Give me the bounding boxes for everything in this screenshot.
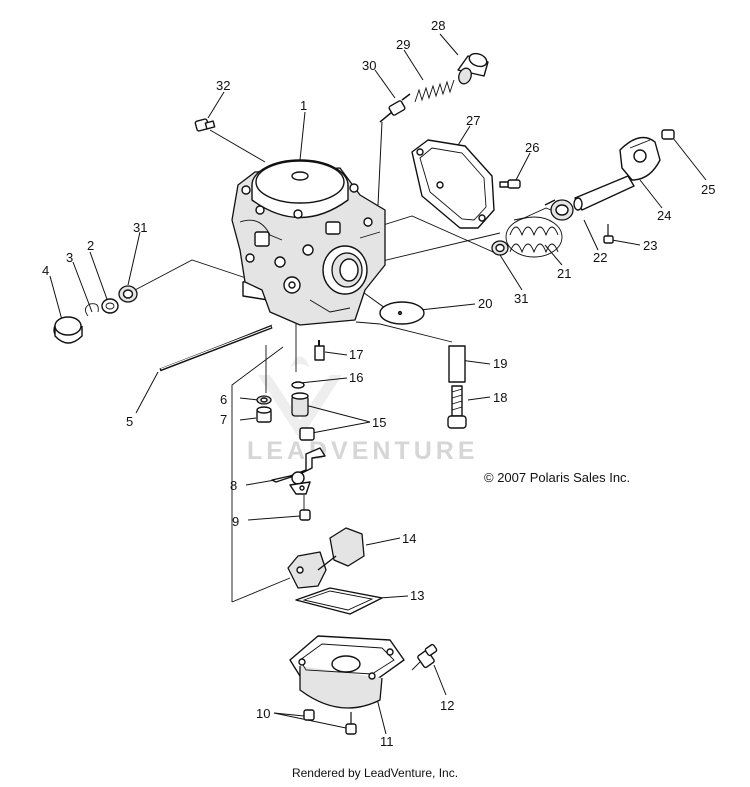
part-30-needle (379, 93, 411, 123)
part-28-cap (457, 52, 489, 85)
part-4-cap (53, 316, 83, 344)
part-3-clip (85, 303, 99, 317)
part-2-washer (101, 298, 119, 314)
callout-2: 2 (87, 238, 94, 253)
callout-24: 24 (657, 208, 671, 223)
callout-30: 30 (362, 58, 376, 73)
callout-1: 1 (300, 98, 307, 113)
footer-credit: Rendered by LeadVenture, Inc. (291, 766, 459, 780)
part-11-float-bowl (289, 635, 405, 709)
part-20-diaphragm (379, 301, 425, 325)
callout-31-right: 31 (514, 291, 528, 306)
part-25-screw (661, 129, 675, 140)
callout-32: 32 (216, 78, 230, 93)
part-1-carburetor-body (231, 159, 386, 326)
part-29-spring (414, 79, 455, 103)
part-16-o-ring (291, 381, 305, 389)
callout-15: 15 (372, 415, 386, 430)
part-31-seal-right (491, 240, 509, 256)
part-18-screw (447, 385, 467, 429)
part-19-spring (448, 345, 466, 383)
callout-3: 3 (66, 250, 73, 265)
callout-16: 16 (349, 370, 363, 385)
callout-10: 10 (256, 706, 270, 721)
part-8-bracket (271, 447, 326, 495)
callout-5: 5 (126, 414, 133, 429)
callout-9: 9 (232, 514, 239, 529)
callout-31-left: 31 (133, 220, 147, 235)
callout-27: 27 (466, 113, 480, 128)
part-26-screw (499, 179, 521, 189)
callout-25: 25 (701, 182, 715, 197)
part-27-cover (411, 139, 495, 229)
callout-22: 22 (593, 250, 607, 265)
callout-17: 17 (349, 347, 363, 362)
callout-numbers: 1 2 3 4 5 6 7 8 9 10 11 12 13 14 15 16 1… (42, 18, 715, 749)
part-5-screw (159, 325, 273, 372)
callout-20: 20 (478, 296, 492, 311)
part-7-jet (256, 406, 272, 423)
part-12-drain-screw (411, 643, 438, 671)
callout-28: 28 (431, 18, 445, 33)
part-10-screws (303, 709, 357, 735)
callout-13: 13 (410, 588, 424, 603)
part-9-screw (299, 509, 311, 521)
part-24-throttle-shaft (573, 136, 661, 211)
part-31-seal-left (118, 285, 138, 303)
part-22-bushing (550, 199, 574, 221)
callout-26: 26 (525, 140, 539, 155)
part-6-washer (256, 395, 272, 405)
callout-8: 8 (230, 478, 237, 493)
part-17-jet (314, 340, 325, 361)
part-15-jets (291, 392, 315, 441)
part-32-screw (194, 118, 216, 132)
callout-11: 11 (380, 734, 394, 749)
copyright-notice: © 2007 Polaris Sales Inc. (484, 470, 631, 485)
leader-lines (49, 33, 707, 735)
callout-18: 18 (493, 390, 507, 405)
watermark: LEADVENTURE (247, 437, 479, 465)
part-14-float (287, 527, 365, 589)
callout-23: 23 (643, 238, 657, 253)
callout-4: 4 (42, 263, 49, 278)
leadventure-logo-mark (258, 356, 342, 440)
part-13-gasket (295, 587, 383, 615)
callout-21: 21 (557, 266, 571, 281)
callout-6: 6 (220, 392, 227, 407)
callout-29: 29 (396, 37, 410, 52)
callout-19: 19 (493, 356, 507, 371)
callout-14: 14 (402, 531, 416, 546)
part-23-screw (603, 224, 614, 244)
callout-12: 12 (440, 698, 454, 713)
callout-7: 7 (220, 412, 227, 427)
